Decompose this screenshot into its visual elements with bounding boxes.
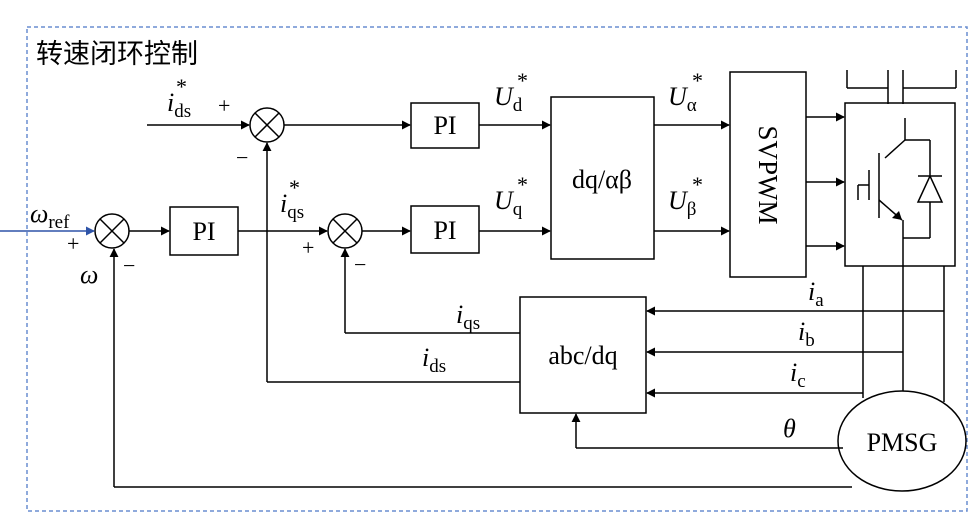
speed-sum-minus-sign: − bbox=[123, 253, 135, 278]
diode-icon bbox=[916, 174, 944, 203]
abc-dq-label: abc/dq bbox=[548, 341, 617, 370]
omega-feedback-label: ω bbox=[80, 260, 98, 289]
d-sum-plus-sign: + bbox=[218, 93, 230, 118]
iqs-ref-star: * bbox=[289, 175, 300, 200]
theta-label: θ bbox=[783, 414, 796, 443]
ib-label: ib bbox=[798, 317, 815, 351]
ia-label: ia bbox=[808, 277, 824, 311]
speed-sum-plus-sign: + bbox=[67, 231, 79, 256]
pmsg-label: PMSG bbox=[867, 428, 938, 457]
ud-ref-label: Ud bbox=[494, 82, 523, 116]
ids-feedback-label: ids bbox=[422, 343, 446, 377]
signal-labels: ωref ω ids * iqs * Ud * Uq * Uα * Uβ * i… bbox=[30, 68, 824, 443]
iqs-ref-label: iqs bbox=[280, 189, 304, 223]
converter-block bbox=[844, 70, 957, 267]
pi-d-block: PI bbox=[410, 102, 480, 149]
ids-ref-label: ids bbox=[167, 88, 191, 122]
pi-speed-block: PI bbox=[169, 206, 239, 256]
d-sum-minus-sign: − bbox=[236, 145, 248, 170]
dq-alphabeta-block: dq/αβ bbox=[550, 96, 655, 260]
control-frame bbox=[26, 26, 968, 512]
sum-junction-d bbox=[249, 107, 285, 143]
ualpha-ref-star: * bbox=[692, 68, 703, 93]
ic-label: ic bbox=[790, 358, 806, 392]
sum-junction-speed bbox=[94, 213, 130, 249]
diagram-title: 转速闭环控制 bbox=[36, 39, 198, 70]
pi-speed-label: PI bbox=[192, 217, 215, 246]
sum-junction-q bbox=[327, 213, 363, 249]
ualpha-ref-label: Uα bbox=[668, 82, 697, 116]
pi-d-label: PI bbox=[433, 111, 456, 140]
q-sum-plus-sign: + bbox=[302, 235, 314, 260]
svpwm-label: SVPWM bbox=[753, 125, 783, 224]
omega-ref-label: ωref bbox=[30, 199, 70, 233]
ubeta-ref-star: * bbox=[692, 172, 703, 197]
ubeta-ref-label: Uβ bbox=[668, 186, 696, 220]
uq-ref-star: * bbox=[517, 172, 528, 197]
dq-alphabeta-label: dq/αβ bbox=[572, 165, 632, 194]
signal-lines bbox=[0, 112, 945, 488]
pi-q-block: PI bbox=[410, 205, 480, 254]
svpwm-block: SVPWM bbox=[729, 71, 807, 278]
uq-ref-label: Uq bbox=[494, 186, 523, 220]
ud-ref-star: * bbox=[517, 68, 528, 93]
iqs-feedback-label: iqs bbox=[456, 300, 480, 334]
abc-dq-block: abc/dq bbox=[519, 296, 647, 414]
pmsg-machine: PMSG bbox=[837, 390, 967, 492]
pi-q-label: PI bbox=[433, 216, 456, 245]
q-sum-minus-sign: − bbox=[354, 252, 366, 277]
ids-ref-star: * bbox=[176, 74, 187, 99]
